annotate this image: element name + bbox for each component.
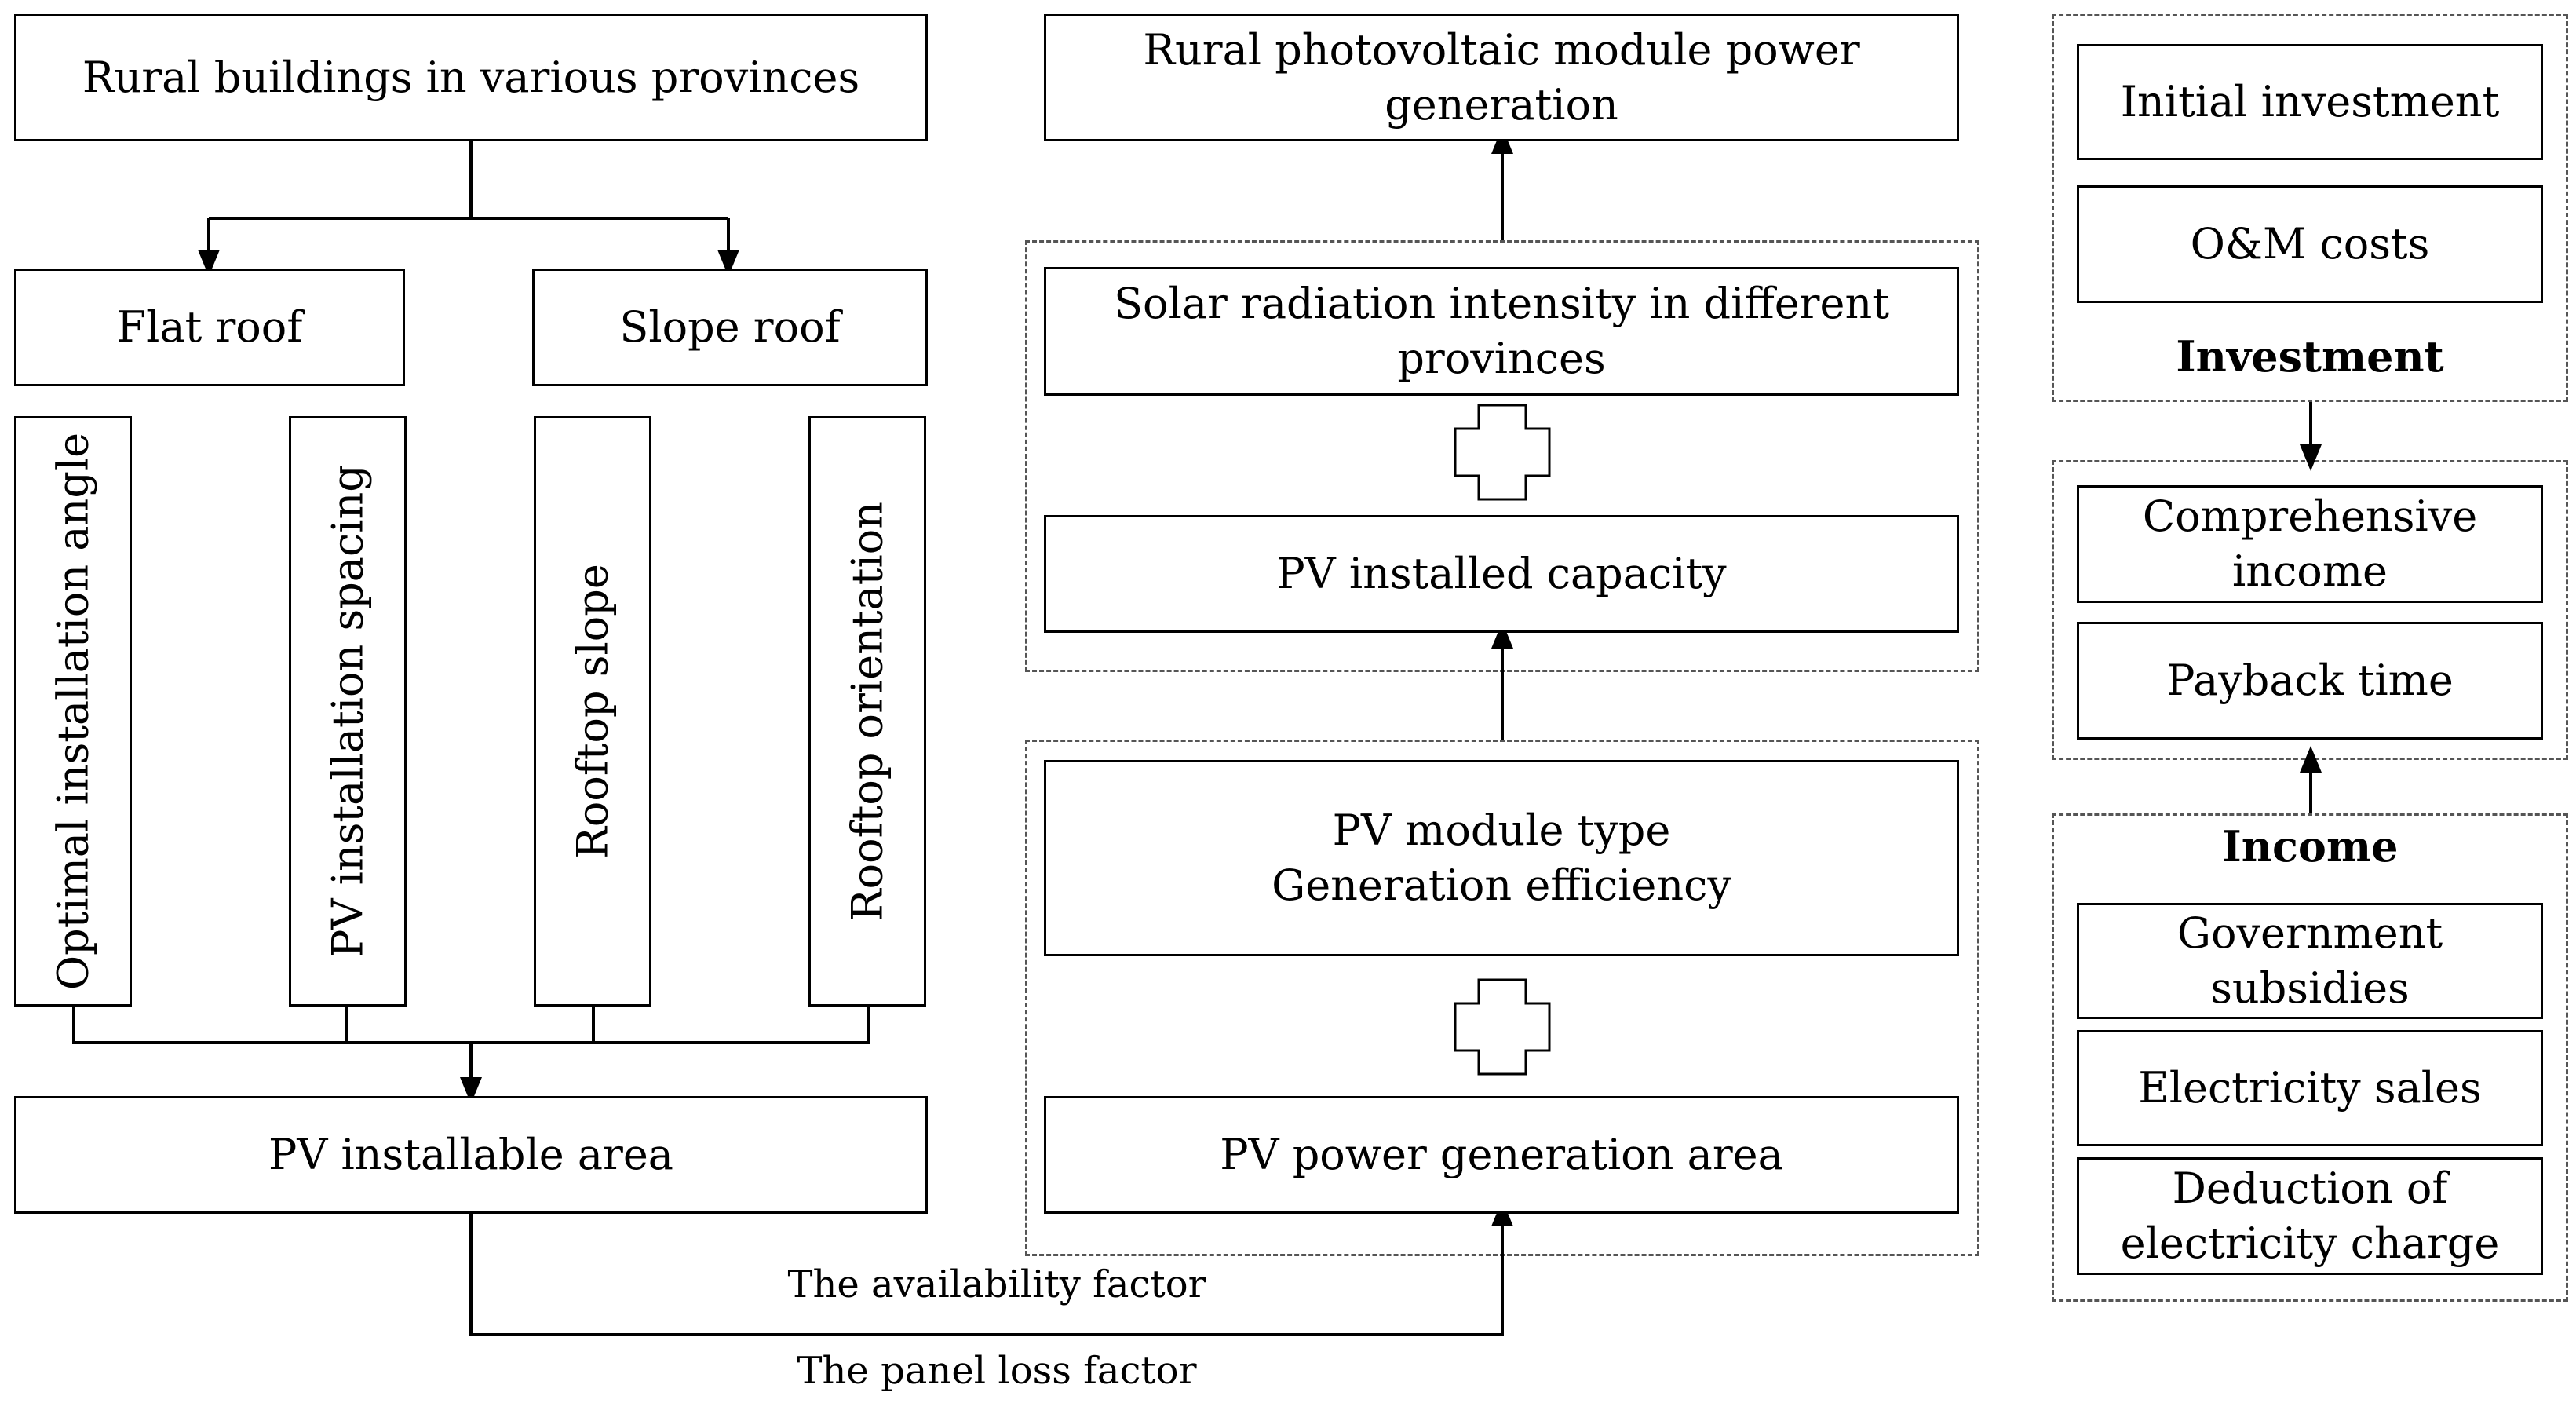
installable-area-box: PV installable area [14, 1096, 928, 1214]
flat-roof-box: Flat roof [14, 269, 405, 386]
government-subsidies-box: Government subsidies [2077, 903, 2543, 1019]
electricity-charge-deduction-box: Deduction of electricity charge [2077, 1157, 2543, 1275]
rooftop-orientation-box: Rooftop orientation [808, 416, 926, 1007]
panel-loss-factor-label: The panel loss factor [797, 1349, 1197, 1393]
income-group-frame [2052, 813, 2568, 1302]
electricity-sales-box: Electricity sales [2077, 1030, 2543, 1146]
installed-capacity-box: PV installed capacity [1044, 515, 1959, 633]
initial-investment-box: Initial investment [2077, 44, 2543, 160]
rooftop-slope-box: Rooftop slope [534, 416, 651, 1007]
om-costs-box: O&M costs [2077, 185, 2543, 303]
optimal-angle-box: Optimal installation angle [14, 416, 132, 1007]
plus-icon [1454, 404, 1551, 501]
payback-time-box: Payback time [2077, 622, 2543, 740]
installation-spacing-box: PV installation spacing [289, 416, 407, 1007]
rural-buildings-box: Rural buildings in various provinces [14, 14, 928, 141]
solar-radiation-box: Solar radiation intensity in different p… [1044, 267, 1959, 396]
rooftop-slope-label: Rooftop slope [567, 564, 618, 859]
income-title: Income [2221, 821, 2399, 871]
investment-group-frame [2052, 14, 2568, 402]
availability-factor-label: The availability factor [787, 1262, 1206, 1306]
rooftop-orientation-label: Rooftop orientation [842, 501, 892, 922]
generation-area-box: PV power generation area [1044, 1096, 1959, 1214]
power-generation-output-box: Rural photovoltaic module power generati… [1044, 14, 1959, 141]
module-type-box: PV module type Generation efficiency [1044, 760, 1959, 956]
optimal-angle-label: Optimal installation angle [48, 432, 98, 991]
comprehensive-income-box: Comprehensive income [2077, 485, 2543, 603]
slope-roof-box: Slope roof [532, 269, 928, 386]
installation-spacing-label: PV installation spacing [323, 465, 373, 958]
plus-icon [1454, 978, 1551, 1076]
investment-title: Investment [2176, 331, 2444, 382]
